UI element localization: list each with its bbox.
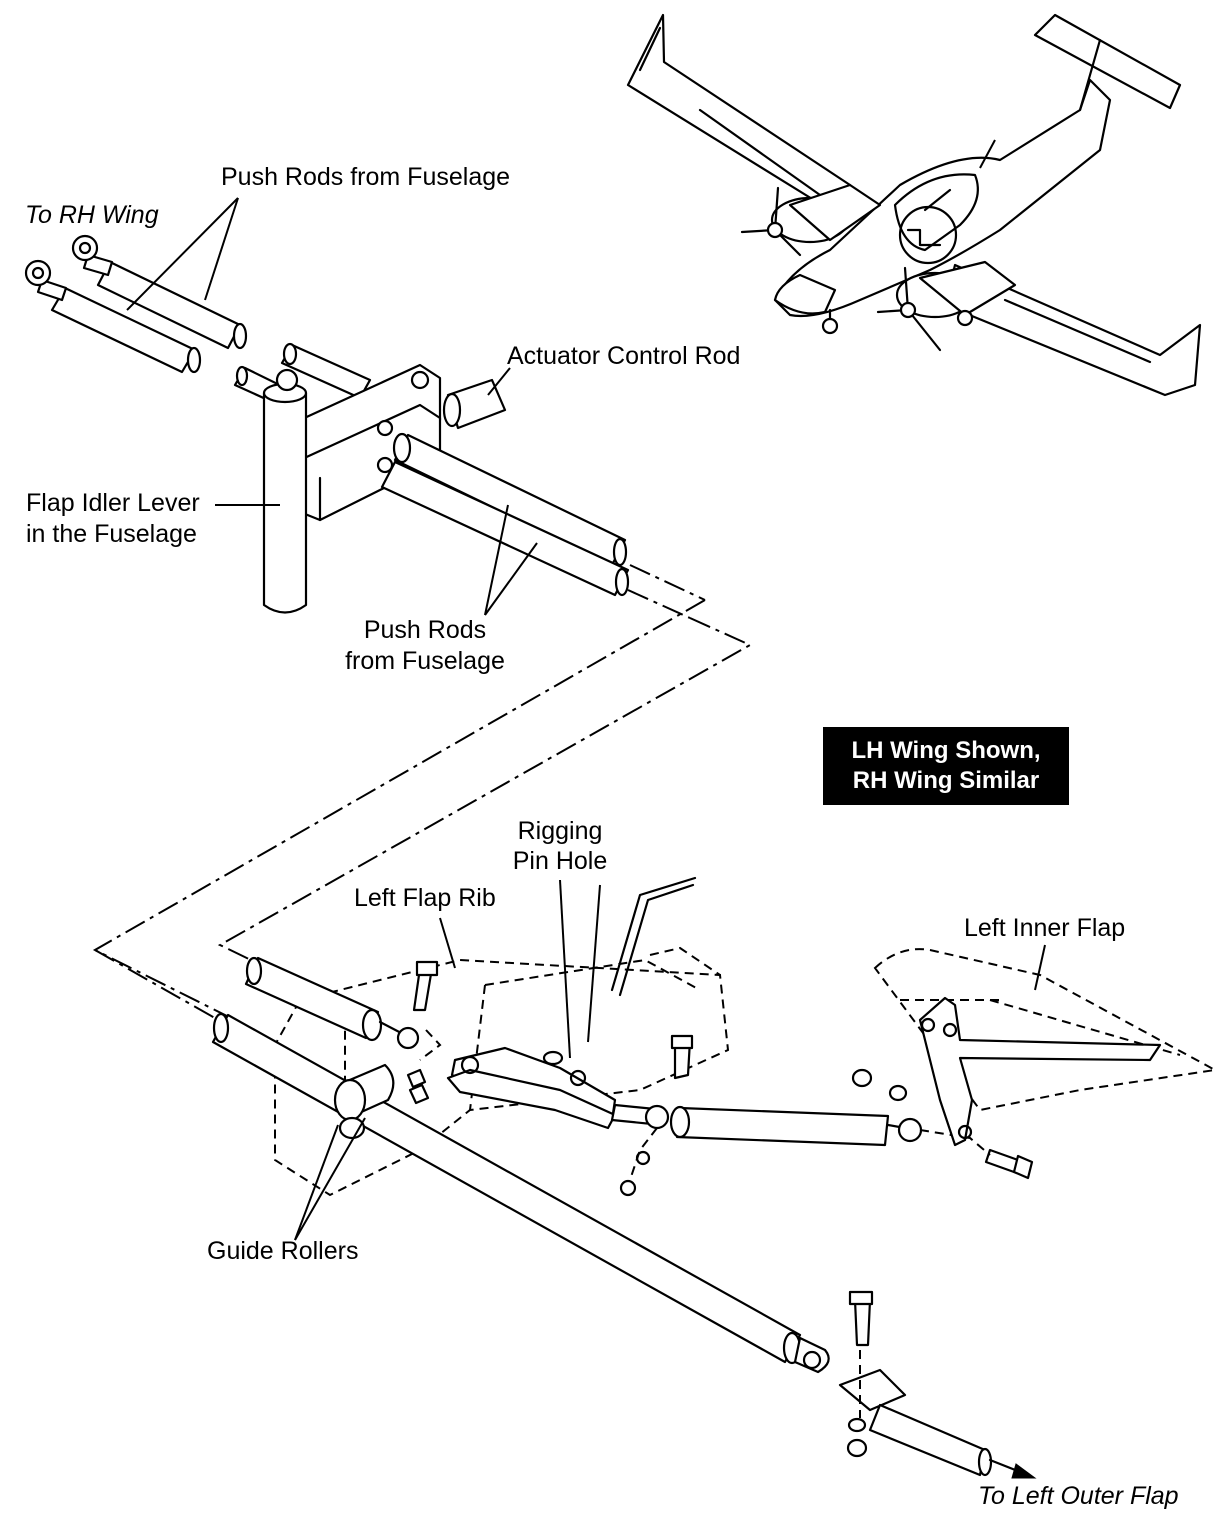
push-rods-top-label: Push Rods from Fuselage xyxy=(221,163,511,191)
push-rods-lower-label-line1: Push Rods xyxy=(363,616,487,644)
routing-lines xyxy=(92,599,753,1031)
push-rods-lower-label-line2: from Fuselage xyxy=(345,647,505,675)
guide-rollers-label: Guide Rollers xyxy=(207,1237,359,1265)
lower-wing-assembly xyxy=(211,876,1219,1479)
flap-idler-lever-label-line2: in the Fuselage xyxy=(26,520,197,548)
left-flap-rib-label: Left Flap Rib xyxy=(354,884,496,912)
twin-engine-aircraft-icon xyxy=(626,13,1202,397)
upper-pushrod-assembly xyxy=(24,197,706,619)
callout-line2: RH Wing Similar xyxy=(852,767,1040,794)
actuator-control-rod-label: Actuator Control Rod xyxy=(507,342,741,370)
lh-wing-callout: LH Wing Shown, RH Wing Similar xyxy=(823,727,1069,805)
to-left-outer-flap-label: To Left Outer Flap xyxy=(978,1482,1179,1510)
to-rh-wing-label: To RH Wing xyxy=(25,201,159,229)
rigging-pin-hole-label-line2: Pin Hole xyxy=(512,847,608,875)
callout-line1: LH Wing Shown, xyxy=(851,737,1041,764)
flap-idler-lever-label-line1: Flap Idler Lever xyxy=(26,489,200,517)
left-inner-flap-label: Left Inner Flap xyxy=(964,914,1126,942)
rigging-pin-hole-label-line1: Rigging xyxy=(517,817,603,845)
arrow-right-icon xyxy=(1011,1463,1037,1479)
